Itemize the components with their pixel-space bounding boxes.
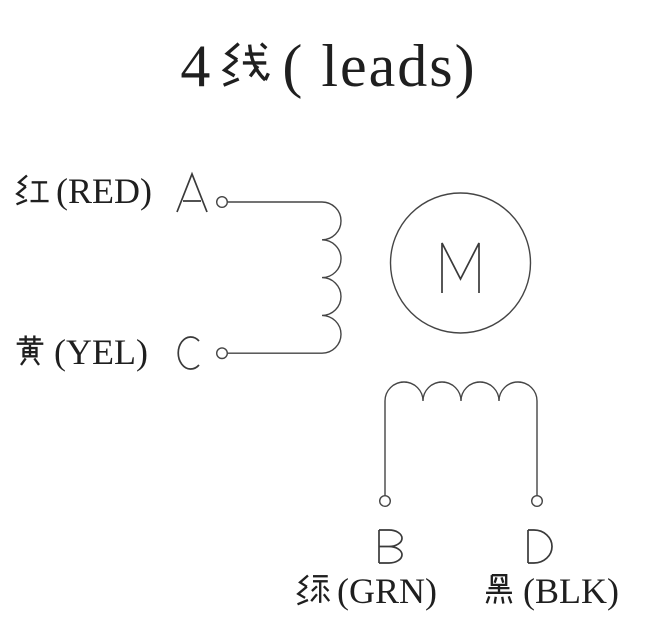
coil-a-c-winding (228, 201, 342, 354)
wire-label-green-latin: (GRN) (337, 571, 437, 611)
terminal-c-dot (215, 347, 228, 360)
wire-label-red: (RED) (14, 170, 152, 212)
terminal-a-dot (215, 195, 228, 208)
terminal-letters (176, 171, 553, 564)
wire-label-black: (BLK) (481, 570, 619, 612)
title-leads-word: ( leads) (282, 32, 477, 99)
wire-label-yellow: (YEL) (12, 331, 148, 373)
title-leads-count: 4 (180, 32, 211, 99)
cjk-char-huang-yellow-icon (16, 335, 44, 366)
cjk-char-xian-wire-icon (222, 42, 271, 87)
motor-circle (389, 192, 532, 334)
wire-label-yellow-latin: (YEL) (54, 332, 148, 372)
coil-b-d-winding (384, 381, 538, 496)
wire-label-red-latin: (RED) (56, 171, 152, 211)
terminal-d-dot (531, 495, 544, 508)
motor-letter-m (441, 242, 480, 293)
cjk-char-hei-black-icon (485, 573, 513, 604)
terminal-b-dot (379, 495, 392, 508)
terminal-d-letter (527, 529, 553, 564)
terminal-b-letter (378, 529, 403, 564)
wire-label-green: (GRN) (295, 570, 437, 612)
cjk-char-lv-green-icon (296, 574, 331, 606)
wire-label-black-latin: (BLK) (523, 571, 619, 611)
diagram-title: 4 ( leads) (0, 30, 657, 102)
cjk-char-hong-red-icon (15, 174, 49, 206)
wires-and-coils (215, 192, 544, 508)
terminal-a-letter (176, 171, 208, 213)
terminal-c-letter (177, 336, 200, 370)
